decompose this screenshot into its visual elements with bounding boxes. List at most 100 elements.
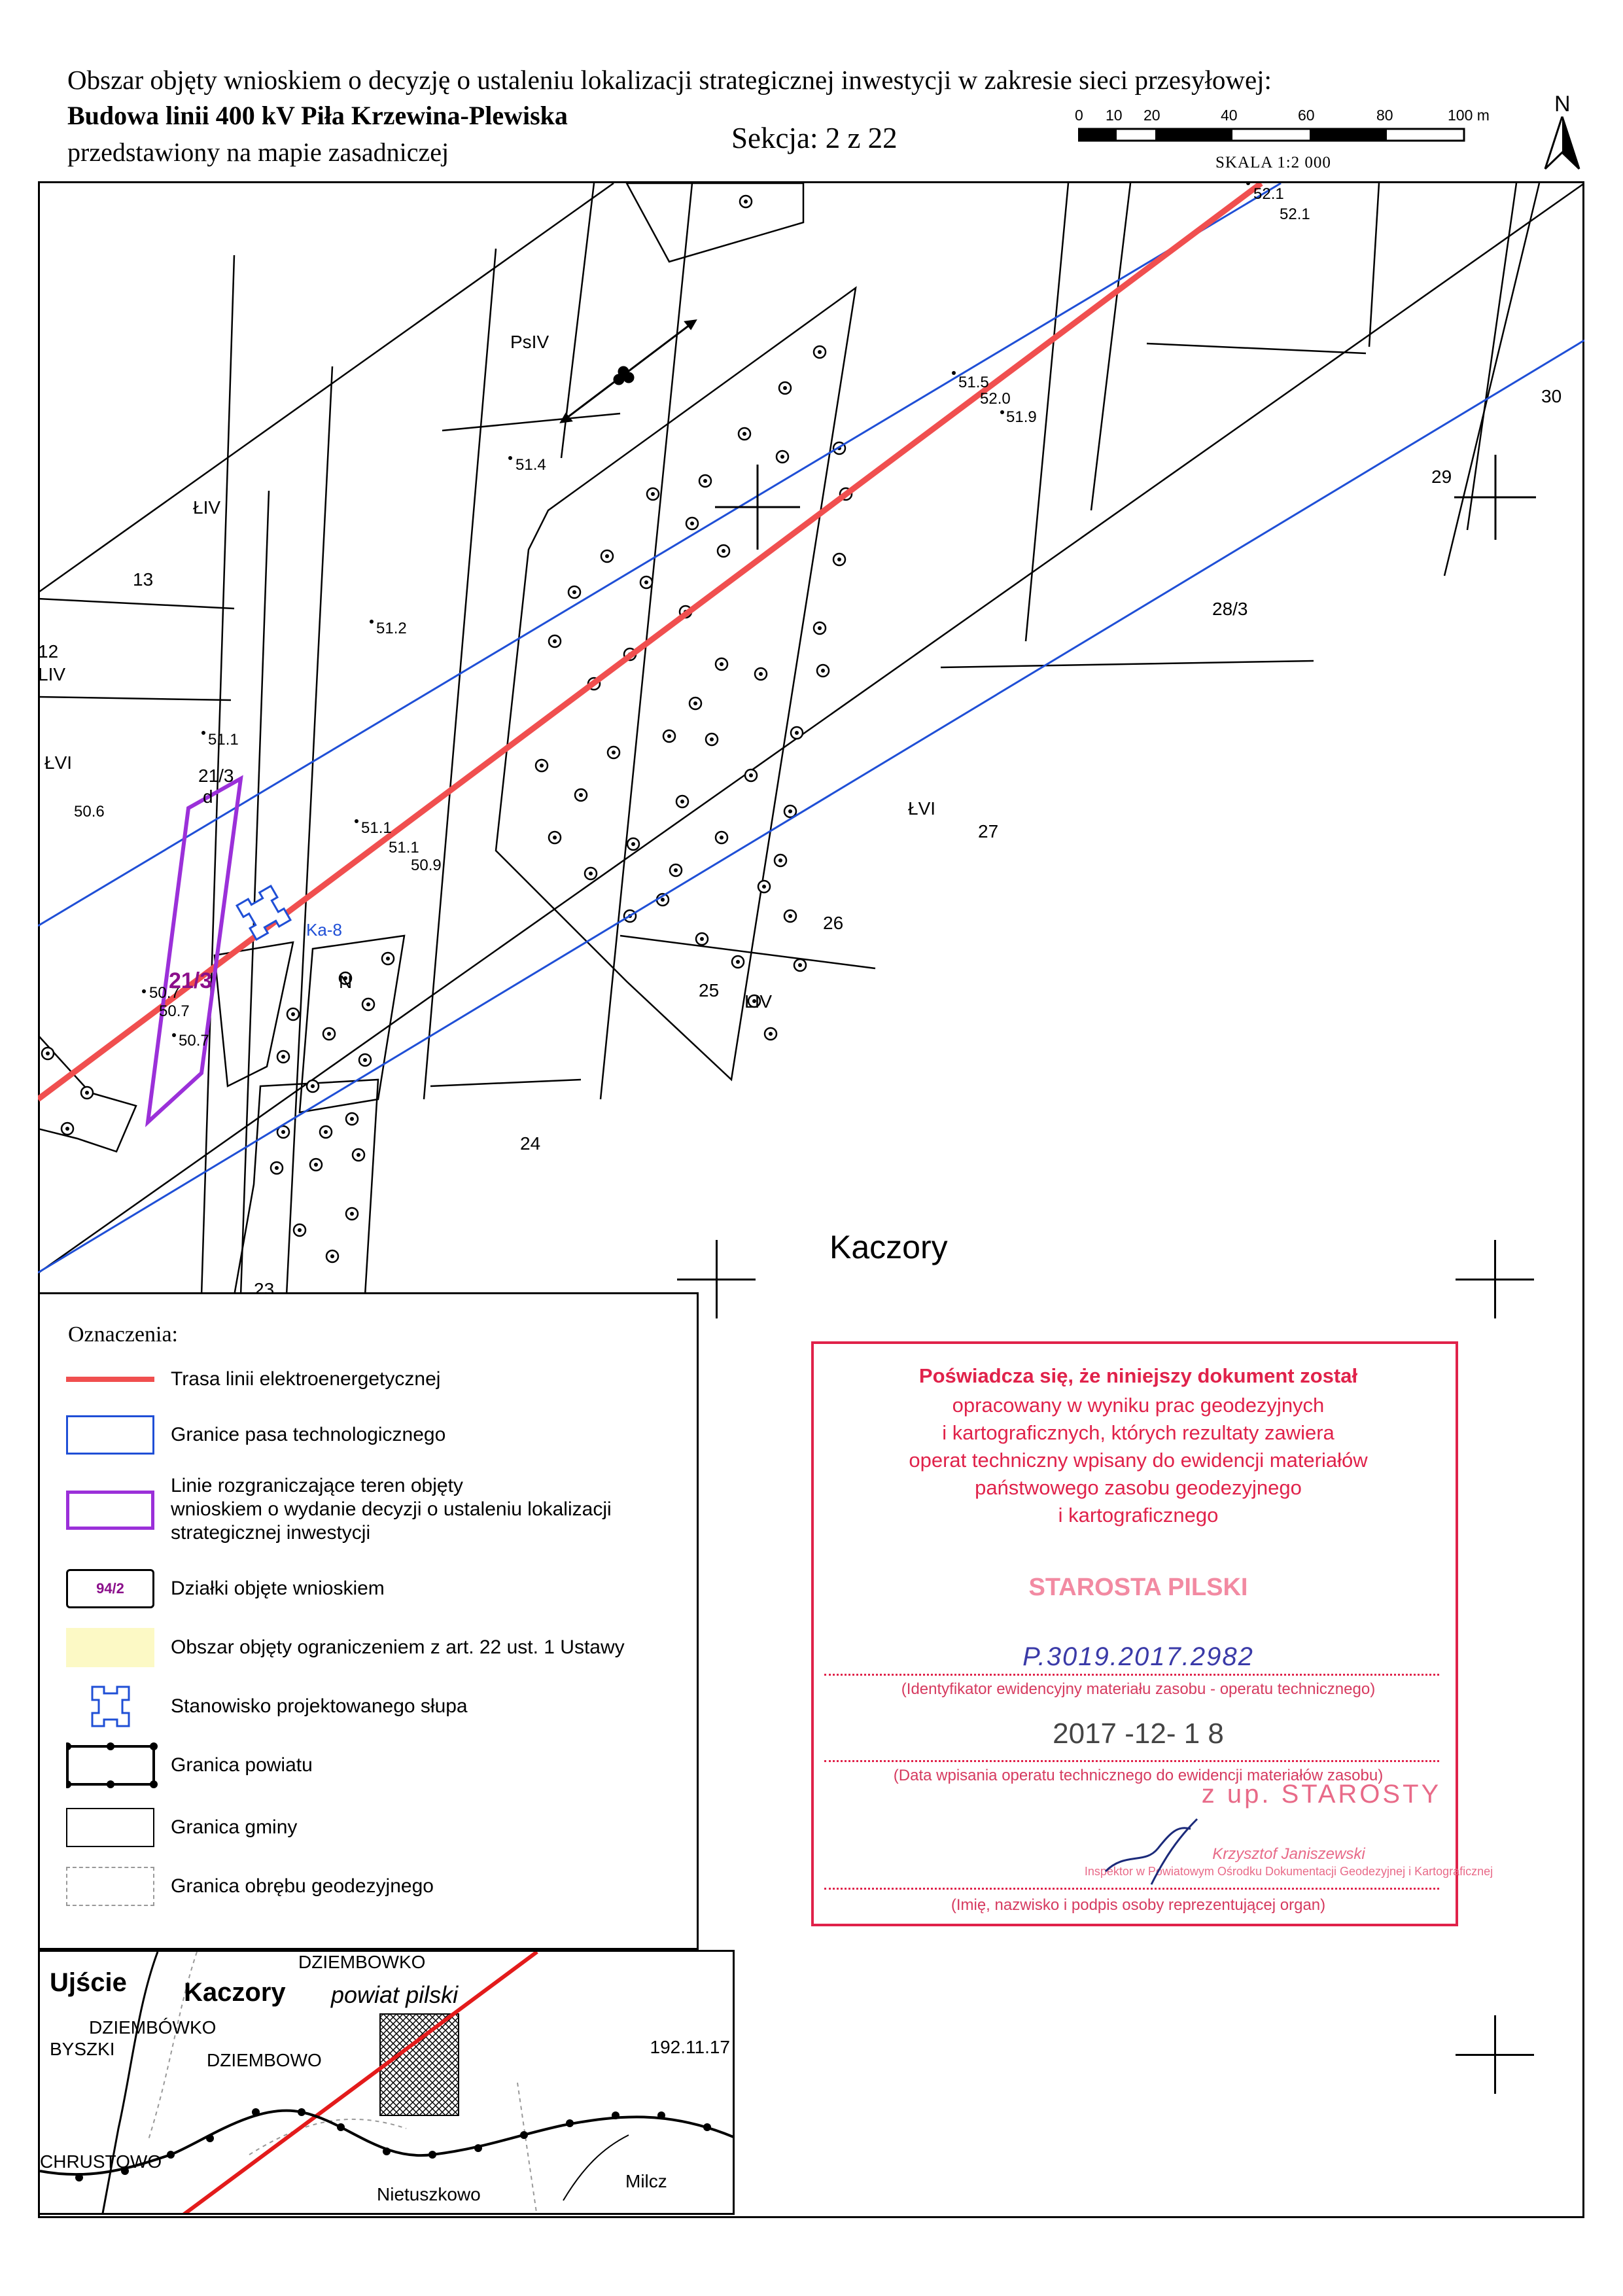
stamp-line: operat techniczny wpisany do ewidencji m… [909, 1449, 1368, 1472]
overview-label: DZIEMBÓWKO [89, 2017, 217, 2038]
legend-item-commune: Granica gminy [40, 1808, 694, 1860]
legend-label: Trasa linii elektroenergetycznej [171, 1368, 441, 1390]
pole-label[interactable]: Ka-8 [306, 920, 342, 940]
legend-label: Granica powiatu [171, 1754, 313, 1776]
parcel-class: LIV [38, 664, 65, 684]
direction-arrow [559, 319, 697, 423]
section-number: Sekcja: 2 z 22 [731, 122, 898, 154]
highlighted-parcel-label[interactable]: 21/3 [169, 968, 212, 993]
dotted-line [824, 1674, 1439, 1676]
parcel-number: 26 [823, 913, 843, 933]
legend-label: Granica obrębu geodezyjnego [171, 1875, 434, 1897]
overview-map: Ujście Kaczory powiat pilski DZIEMBOWKO … [38, 1950, 735, 2215]
precinct-boundary-symbol [66, 1867, 154, 1906]
parcel-sample-symbol: 94/2 [66, 1569, 154, 1608]
county-boundary-symbol [66, 1742, 158, 1788]
height-label: 50.7 [159, 1002, 190, 1020]
parcel-number: 27 [978, 821, 998, 841]
sheet-subtitle: przedstawiony na mapie zasadniczej [67, 137, 449, 167]
overview-label: BYSZKI [50, 2039, 115, 2059]
legend-item-tech-strip: Granice pasa technologicznego [40, 1415, 694, 1468]
parcel-letter: d [203, 786, 213, 807]
grid-crosshair [677, 1240, 756, 1318]
scale-label: SKALA 1:2 000 [1215, 154, 1331, 171]
dotted-line [824, 1760, 1439, 1762]
legend-item-route: Trasa linii elektroenergetycznej [40, 1360, 694, 1412]
pole-symbol [235, 884, 292, 942]
legend-item-boundary: Linie rozgraniczające teren objęty wnios… [40, 1474, 694, 1553]
overview-label: Kaczory [184, 1978, 286, 2007]
stamp-line: państwowego zasobu geodezyjnego [975, 1476, 1302, 1499]
height-label: 51.2 [376, 620, 407, 637]
parcel-number: 21/3 [198, 766, 234, 786]
overview-label: Milcz [625, 2171, 667, 2191]
stamp-signer-title: Inspektor w Powiatowym Ośrodku Dokumenta… [1084, 1865, 1493, 1878]
place-name-label: Kaczory [829, 1229, 948, 1265]
grid-crosshair [1456, 2015, 1534, 2094]
north-arrow: N [1543, 92, 1582, 170]
scale-tick: 10 [1106, 107, 1123, 124]
parcel-number: 28/3 [1212, 599, 1248, 619]
legend-item-precinct: Granica obrębu geodezyjnego [40, 1867, 694, 1919]
legend-box: Oznaczenia: Trasa linii elektroenergetyc… [38, 1292, 699, 1950]
legend-item-county: Granica powiatu [40, 1742, 694, 1798]
stamp-line: opracowany w wyniku prac geodezyjnych [952, 1394, 1325, 1417]
legend-item-pole: Stanowisko projektowanego słupa [40, 1686, 694, 1739]
height-label: 52.0 [980, 390, 1011, 408]
stamp-caption: (Identyfikator ewidencyjny materiału zas… [901, 1680, 1376, 1698]
investment-boundary [145, 775, 243, 1127]
stamp-line: Poświadcza się, że niniejszy dokument zo… [918, 1364, 1358, 1387]
route-line-symbol [66, 1377, 154, 1382]
stamp-authority: STAROSTA PILSKI [1028, 1574, 1248, 1601]
height-label: 51.4 [515, 456, 546, 474]
pole-icon [91, 1686, 130, 1727]
technological-strip [38, 183, 1584, 1274]
parcel-number: 30 [1541, 386, 1562, 406]
legend-label: Linie rozgraniczające teren objęty wnios… [171, 1475, 612, 1544]
height-label: 51.9 [1006, 408, 1037, 426]
parcel-class: ŁVI [44, 752, 72, 773]
parcel-class: PsIV [510, 332, 549, 352]
parcel-number: 13 [133, 569, 153, 590]
parcel-number: 12 [38, 641, 58, 662]
overview-label: DZIEMBOWO [207, 2050, 322, 2070]
north-arrow-icon [1544, 116, 1580, 170]
overview-label: DZIEMBOWKO [298, 1952, 426, 1972]
restriction-area-symbol [66, 1628, 154, 1667]
power-line-route [38, 183, 1263, 1102]
height-label: 51.5 [958, 374, 989, 391]
legend-label: Obszar objęty ograniczeniem z art. 22 us… [171, 1636, 625, 1658]
scale-tick: 80 [1376, 107, 1393, 124]
overview-label: powiat pilski [331, 1981, 459, 2008]
height-label: 50.6 [74, 803, 105, 821]
legend-item-parcels: 94/2 Działki objęte wnioskiem [40, 1569, 694, 1621]
operat-id: P.3019.2017.2982 [1022, 1642, 1254, 1671]
parcel-number: 25 [699, 980, 719, 1000]
dotted-line [824, 1888, 1439, 1890]
tech-strip-symbol [66, 1415, 154, 1455]
stamp-border [811, 1341, 1458, 1926]
parcel-class: ŁVI [908, 798, 935, 819]
stamp-signer: Krzysztof Janiszewski [1212, 1845, 1365, 1863]
sheet-title: Obszar objęty wnioskiem o decyzję o usta… [67, 65, 1272, 95]
height-label: 52.1 [1253, 185, 1284, 203]
legend-label: Granica gminy [171, 1816, 298, 1838]
scale-tick: 40 [1221, 107, 1238, 124]
parcel-number: 29 [1431, 467, 1452, 487]
parcel-class: LIV [744, 991, 772, 1012]
stamp-line: i kartograficznego [1058, 1504, 1219, 1527]
scale-tick: 60 [1298, 107, 1315, 124]
scale-tick: 0 [1075, 107, 1083, 124]
height-label: 51.1 [389, 839, 419, 857]
parcel-class: ŁIV [193, 497, 220, 518]
sheet-header: Obszar objęty wnioskiem o decyzję o usta… [38, 62, 1584, 183]
stamp-caption: (Imię, nazwisko i podpis osoby reprezent… [951, 1896, 1326, 1914]
legend-label: Granice pasa technologicznego [171, 1424, 446, 1445]
overview-label: 192.11.17 [650, 2037, 731, 2057]
overview-label: Ujście [50, 1968, 127, 1997]
stamp-line: i kartograficznych, których rezultaty za… [942, 1421, 1335, 1444]
legend-item-restriction: Obszar objęty ograniczeniem z art. 22 us… [40, 1628, 694, 1680]
certification-stamp: Poświadcza się, że niniejszy dokument zo… [811, 1341, 1493, 1930]
height-label: 52.1 [1280, 205, 1310, 223]
overview-label: CHRUSTOWO [40, 2151, 162, 2172]
